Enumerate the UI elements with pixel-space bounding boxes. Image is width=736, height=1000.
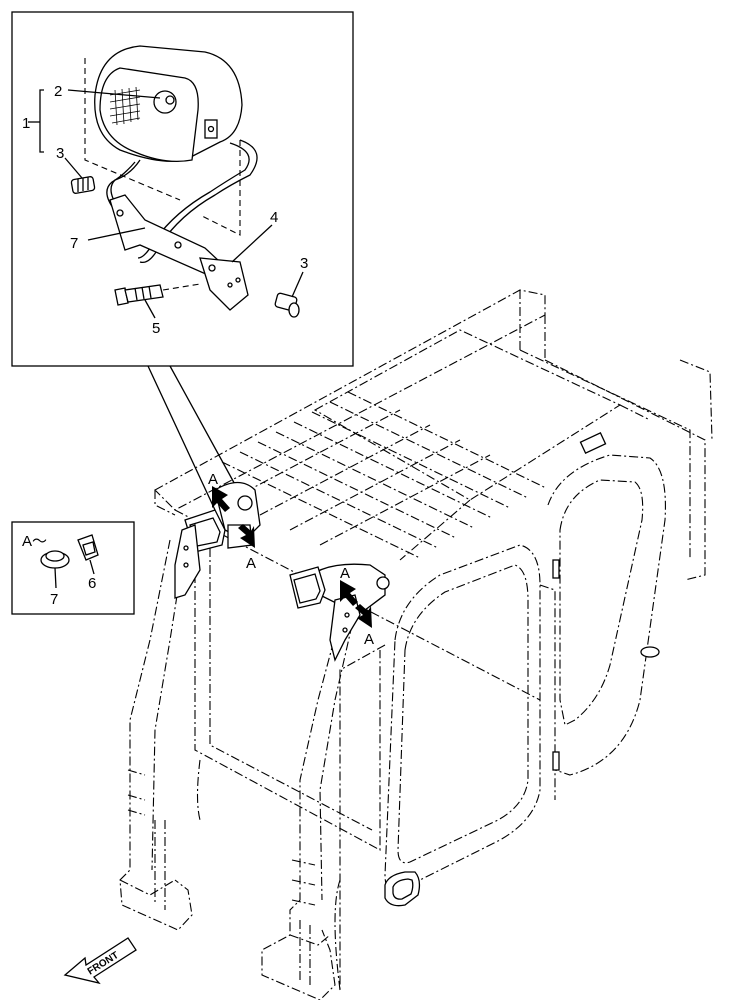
mounting-bracket (109, 194, 249, 311)
svg-text:A: A (246, 555, 256, 572)
screw-lower-right (274, 292, 300, 318)
screw-upper-left (70, 176, 96, 194)
front-direction-arrow: FRONT (63, 937, 137, 985)
marker-a-3: A (340, 565, 358, 606)
callout-5: 5 (152, 320, 160, 337)
callout-6: 6 (88, 575, 96, 592)
callout-2: 2 (54, 83, 62, 100)
callout-3-upper: 3 (56, 145, 64, 162)
door-handle (384, 871, 421, 907)
svg-text:A: A (364, 631, 374, 648)
detail-a-inset: A～ 7 6 (11, 521, 135, 615)
work-light-detail-inset: 1 2 3 7 4 3 5 (11, 11, 354, 367)
cable-tie (40, 550, 70, 569)
bolt (114, 283, 201, 306)
callout-7-detail: 7 (50, 591, 58, 608)
callout-4: 4 (270, 209, 278, 226)
callout-1: 1 (22, 115, 30, 132)
work-light-mounted-left (174, 481, 261, 599)
svg-text:A: A (208, 471, 218, 488)
roof-guard-bars (221, 391, 547, 559)
svg-text:A: A (340, 565, 350, 582)
work-light-lamp (94, 45, 243, 163)
marker-a-2: A (238, 524, 256, 572)
right-front-pillar (261, 624, 353, 1000)
operator-cab (119, 289, 713, 1000)
marker-a-1: A (208, 471, 230, 512)
lamp-grid-pattern (109, 86, 141, 126)
wire-clip (77, 534, 99, 561)
callout-7-inset: 7 (70, 235, 78, 252)
callout-3-lower: 3 (300, 255, 308, 272)
marker-a-4: A (355, 604, 374, 648)
left-front-pillar (119, 539, 193, 931)
detail-a-title: A～ (22, 533, 47, 550)
